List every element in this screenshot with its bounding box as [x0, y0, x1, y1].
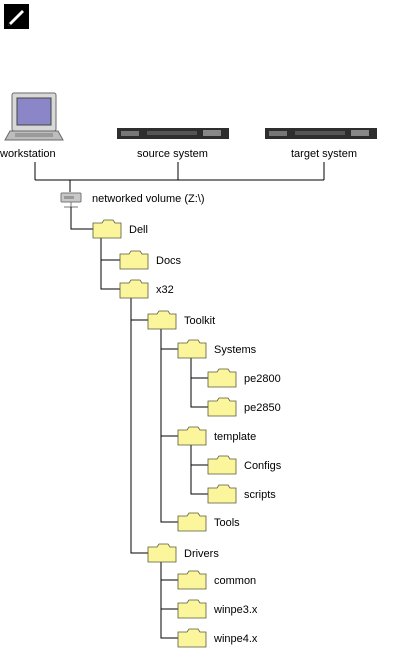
folder-item: Systems: [177, 339, 257, 359]
folder-item: pe2850: [207, 397, 281, 417]
workstation-label: workstation: [0, 148, 56, 160]
folder-icon: [177, 628, 207, 648]
folder-label: Configs: [244, 460, 282, 472]
computer-icon: [4, 92, 64, 141]
folder-label: template: [214, 431, 256, 443]
folder-item: Configs: [207, 455, 282, 475]
network-connection: [34, 162, 325, 192]
rack-server-icon: [265, 128, 377, 139]
tree-connectors: [70, 207, 208, 639]
source-system-label: source system: [137, 148, 208, 160]
folder-icon: [147, 310, 177, 330]
folder-icon: [119, 279, 149, 299]
folder-label: winpe3.x: [213, 604, 258, 616]
folder-icon: [177, 512, 207, 532]
folder-label: common: [214, 575, 256, 587]
folder-icon: [177, 570, 207, 590]
pencil-note-icon: [4, 4, 29, 29]
target-system-label: target system: [291, 148, 357, 160]
folder-label: winpe4.x: [213, 633, 258, 645]
folder-icon: [177, 339, 207, 359]
folder-item: winpe4.x: [177, 628, 258, 648]
folder-label: Drivers: [184, 548, 219, 560]
folder-icon: [207, 484, 237, 504]
folder-label: Systems: [214, 344, 257, 356]
folder-item: scripts: [207, 484, 276, 504]
folder-icon: [119, 250, 149, 270]
networked-volume-label: networked volume (Z:\): [92, 193, 204, 205]
folder-label: Tools: [214, 517, 240, 529]
folder-item: winpe3.x: [177, 599, 258, 619]
folder-icon: [177, 599, 207, 619]
folder-item: pe2800: [207, 368, 281, 388]
folder-item: Drivers: [147, 543, 219, 563]
folder-item: template: [177, 426, 256, 446]
folder-item: Docs: [119, 250, 182, 270]
rack-server-icon: [117, 128, 229, 139]
folder-icon: [207, 455, 237, 475]
folder-icon: [177, 426, 207, 446]
folder-label: Dell: [129, 224, 148, 236]
folder-item: Dell: [92, 219, 148, 239]
folder-label: pe2800: [244, 373, 281, 385]
folder-item: Tools: [177, 512, 240, 532]
folder-icon: [207, 397, 237, 417]
folder-icon: [147, 543, 177, 563]
folder-icon: [207, 368, 237, 388]
folder-item: x32: [119, 279, 174, 299]
folder-item: Toolkit: [147, 310, 215, 330]
folder-label: Docs: [156, 255, 182, 267]
folder-icon: [92, 219, 122, 239]
folder-item: common: [177, 570, 256, 590]
folder-label: pe2850: [244, 402, 281, 414]
folder-label: scripts: [244, 489, 276, 501]
folder-label: x32: [156, 284, 174, 296]
folder-label: Toolkit: [184, 315, 215, 327]
network-drive-icon: [60, 192, 82, 208]
